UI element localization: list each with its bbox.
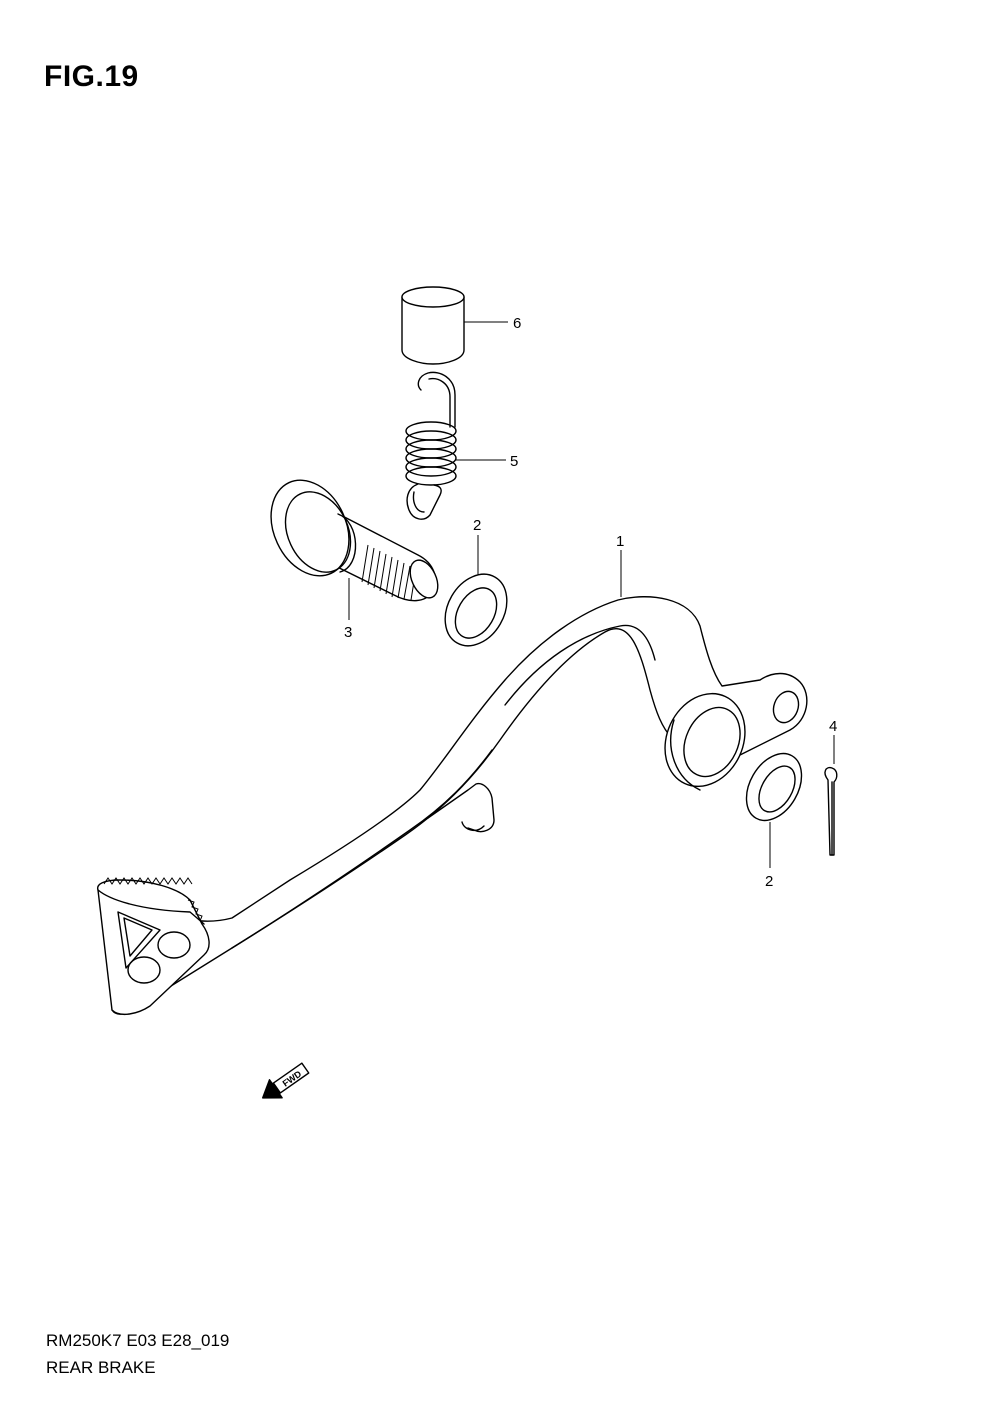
part-3-pivot-bolt bbox=[270, 479, 439, 620]
diagram-name: REAR BRAKE bbox=[46, 1358, 156, 1377]
fwd-arrow-icon: FWD bbox=[262, 1062, 310, 1099]
callout-4: 4 bbox=[829, 718, 837, 735]
part-6-bushing bbox=[401, 286, 508, 365]
part-2-washer-upper bbox=[444, 535, 508, 647]
callout-6: 6 bbox=[513, 315, 521, 332]
callout-1: 1 bbox=[616, 533, 624, 550]
callout-5: 5 bbox=[510, 453, 518, 470]
part-4-cotter-pin bbox=[824, 735, 838, 856]
diagram-code: RM250K7 E03 E28_019 bbox=[46, 1331, 230, 1350]
callout-2-lower: 2 bbox=[765, 873, 773, 890]
callout-3: 3 bbox=[344, 624, 352, 641]
callout-2-upper: 2 bbox=[473, 517, 481, 534]
part-5-spring bbox=[405, 371, 506, 520]
part-1-brake-pedal bbox=[97, 550, 808, 1016]
part-2-washer-lower bbox=[745, 752, 803, 868]
figure-title: FIG.19 bbox=[44, 60, 139, 93]
